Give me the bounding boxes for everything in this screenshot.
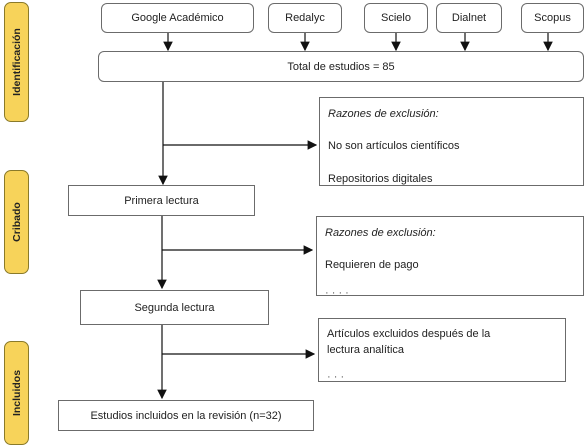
- source-label: Dialnet: [451, 12, 487, 24]
- source-google-academico: Google Académico: [101, 3, 254, 33]
- source-dialnet: Dialnet: [436, 3, 502, 33]
- stage-identification: Identificación: [4, 2, 29, 122]
- exclusion-box-1: Razones de exclusión: No son artículos c…: [319, 97, 584, 186]
- exclusion-reason: Requieren de pago: [325, 259, 419, 271]
- first-reading-label: Primera lectura: [124, 194, 199, 207]
- second-reading-box: Segunda lectura: [80, 290, 269, 325]
- second-reading-label: Segunda lectura: [134, 301, 215, 314]
- source-label: Scopus: [534, 12, 571, 24]
- total-studies-box: Total de estudios = 85: [98, 51, 584, 82]
- source-label: Google Académico: [131, 12, 224, 24]
- exclusion-reason: Artículos excluidos después de la: [327, 328, 491, 340]
- source-label: Scielo: [381, 12, 411, 24]
- exclusion-reason: lectura analítica: [327, 344, 405, 356]
- source-scopus: Scopus: [521, 3, 584, 33]
- exclusion-reason: No son artículos científicos: [328, 140, 460, 152]
- exclusion-title: Razones de exclusión:: [325, 227, 436, 239]
- stage-included: Incluidos: [4, 341, 29, 445]
- exclusion-title: Razones de exclusión:: [328, 108, 439, 120]
- included-studies-box: Estudios incluidos en la revisión (n=32): [58, 400, 314, 431]
- source-redalyc: Redalyc: [268, 3, 342, 33]
- exclusion-box-2: Razones de exclusión: Requieren de pago …: [316, 216, 584, 296]
- included-studies-label: Estudios incluidos en la revisión (n=32): [90, 409, 282, 422]
- exclusion-reason: Repositorios digitales: [328, 173, 433, 185]
- exclusion-reason-cut: · · · ·: [325, 287, 349, 296]
- stage-included-label: Incluidos: [10, 369, 23, 417]
- stage-screening: Cribado: [4, 170, 29, 274]
- exclusion-box-3: Artículos excluidos después de la lectur…: [318, 318, 566, 382]
- total-studies-label: Total de estudios = 85: [287, 60, 395, 73]
- stage-identification-label: Identificación: [10, 28, 23, 96]
- first-reading-box: Primera lectura: [68, 185, 255, 216]
- stage-screening-label: Cribado: [10, 202, 23, 242]
- source-label: Redalyc: [285, 12, 325, 24]
- source-scielo: Scielo: [364, 3, 428, 33]
- exclusion-reason-cut: · · ·: [327, 371, 345, 382]
